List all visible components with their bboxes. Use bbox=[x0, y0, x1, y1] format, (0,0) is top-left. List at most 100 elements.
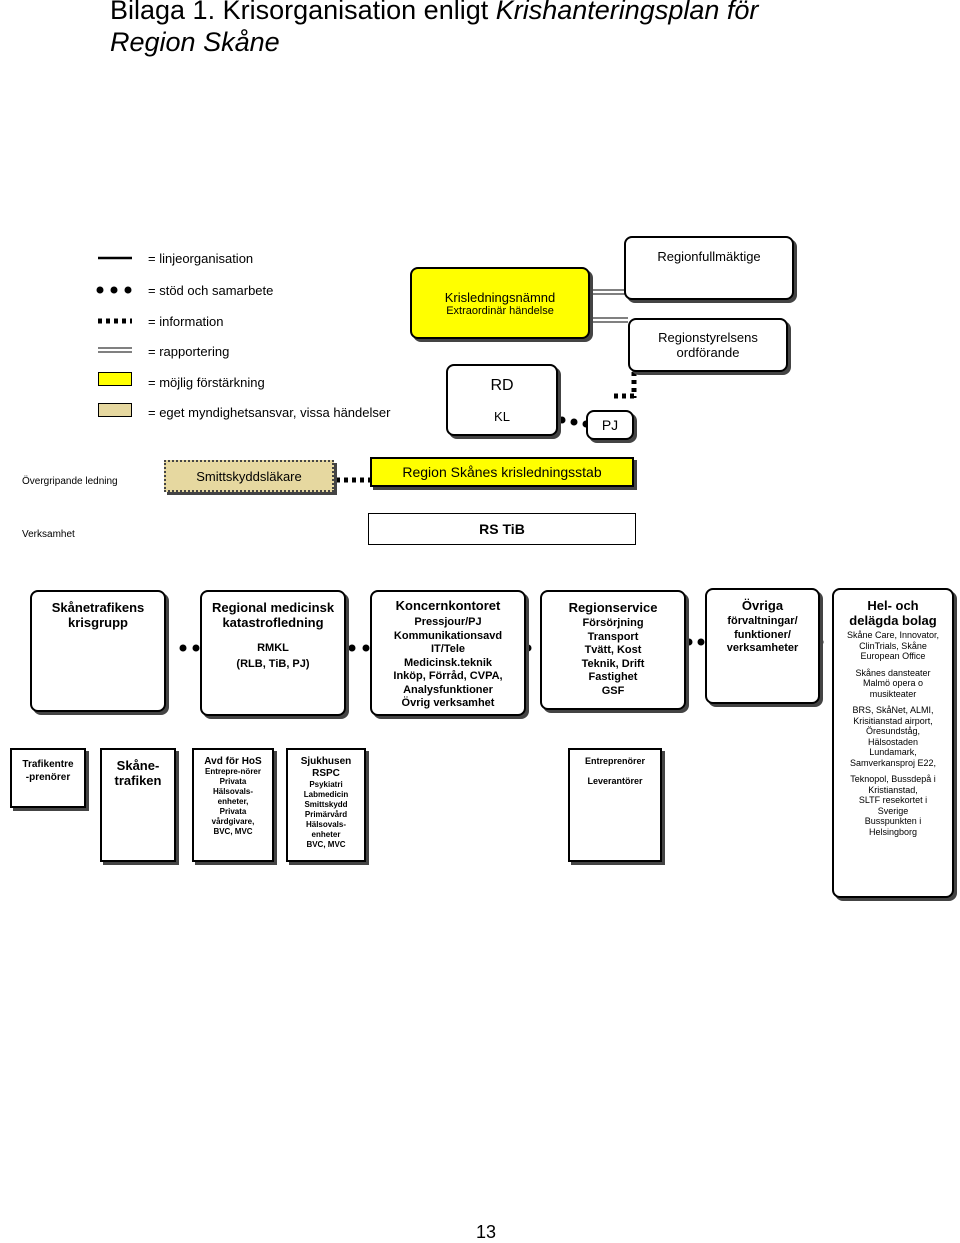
unit-label: förvaltningar/ bbox=[727, 615, 798, 627]
rd-label: RD bbox=[490, 376, 514, 394]
unit-label: Teknik, Drift bbox=[581, 657, 645, 670]
legend-yellow-swatch bbox=[98, 372, 132, 386]
unit-label: RMKL bbox=[257, 642, 289, 654]
list-line: Hälsostaden bbox=[867, 736, 919, 747]
legend-tan-swatch bbox=[98, 403, 132, 417]
list-line: Sverige bbox=[877, 805, 909, 816]
list-line: Hälsovals- bbox=[305, 820, 347, 829]
list-line: European Office bbox=[860, 651, 926, 661]
regional-medicinsk-box: Regional medicinsk katastrofledning RMKL… bbox=[200, 590, 346, 716]
unit-label: delägda bolag bbox=[849, 613, 937, 628]
trafikentreprenorer-box: Trafikentre -prenörer bbox=[10, 748, 86, 808]
list-line: Privata bbox=[219, 777, 247, 786]
unit-label: katastrofledning bbox=[222, 615, 324, 630]
rs-tib-box: RS TiB bbox=[368, 513, 636, 545]
regionfullmaktige-label: Regionfullmäktige bbox=[657, 248, 761, 264]
list-line: Busspunkten i bbox=[864, 816, 922, 826]
krisledningsnamnd-box: Krisledningsnämnd Extraordinär händelse bbox=[410, 267, 590, 339]
level-overgripande: Övergripande ledning bbox=[22, 476, 118, 487]
unit-label: Transport bbox=[587, 630, 639, 643]
entreprenorer-box: Entreprenörer Leverantörer bbox=[568, 748, 662, 862]
list-line: Samverkansproj E22, bbox=[849, 757, 937, 768]
legend-stod-samarbete: = stöd och samarbete bbox=[148, 283, 274, 298]
unit-label: (RLB, TiB, PJ) bbox=[236, 658, 310, 670]
unit-label: Hel- och bbox=[867, 598, 919, 613]
unit-label: Övrig verksamhet bbox=[401, 697, 495, 709]
unit-label: Fastighet bbox=[588, 671, 638, 683]
pj-box: PJ bbox=[586, 410, 634, 440]
legend-information: = information bbox=[148, 314, 224, 329]
sub-label: Trafikentre bbox=[22, 759, 74, 770]
krisledningsstab-label: Region Skånes krisledningsstab bbox=[402, 464, 602, 480]
ovriga-forvaltningar-box: Övriga förvaltningar/ funktioner/ verksa… bbox=[705, 588, 820, 704]
unit-label: Skånetrafikens bbox=[51, 600, 145, 615]
list-line: Öresundståg, bbox=[865, 726, 921, 736]
list-line: BVC, MVC bbox=[213, 827, 253, 836]
kl-label: KL bbox=[494, 408, 510, 424]
list-line: Skåne Care, Innovator, bbox=[846, 630, 940, 640]
list-line: Lundamark, bbox=[869, 747, 917, 757]
unit-label: Regional medicinsk bbox=[211, 600, 335, 615]
unit-label: Koncernkontoret bbox=[395, 598, 501, 613]
list-line: Krisitianstad airport, bbox=[853, 715, 933, 726]
sub-label: Leverantörer bbox=[587, 776, 643, 786]
unit-label: IT/Tele bbox=[430, 643, 466, 655]
unit-label: Kommunikationsavd bbox=[393, 629, 503, 642]
list-line: Skånes dansteater bbox=[855, 667, 931, 678]
list-line: Labmedicin bbox=[303, 790, 349, 799]
pj-label: PJ bbox=[601, 417, 619, 433]
legend-forstarkning: = möjlig förstärkning bbox=[148, 375, 265, 390]
list-line: Malmö opera o bbox=[862, 678, 924, 688]
extraordinar-label: Extraordinär händelse bbox=[446, 304, 554, 317]
rs-tib-label: RS TiB bbox=[479, 521, 525, 537]
sub-label: Entreprenörer bbox=[584, 756, 646, 766]
page-number: 13 bbox=[476, 1222, 497, 1242]
unit-label: Analysfunktioner bbox=[403, 683, 493, 696]
list-line: Hälsovals- bbox=[212, 787, 254, 796]
smittskyddslakare-box: Smittskyddsläkare bbox=[164, 460, 334, 492]
koncernkontoret-box: Koncernkontoret Pressjour/PJ Kommunikati… bbox=[370, 590, 526, 716]
list-line: BRS, SkåNet, ALMI, bbox=[852, 705, 934, 715]
sub-label: Avd för HoS bbox=[204, 756, 262, 767]
unit-label: krisgrupp bbox=[68, 615, 128, 630]
ordforande-label: ordförande bbox=[676, 345, 740, 360]
list-line: Entrepre-nörer bbox=[204, 767, 261, 776]
skanetrafikens-krisgrupp-box: Skånetrafikens krisgrupp bbox=[30, 590, 166, 712]
regionfullmaktige-box: Regionfullmäktige bbox=[624, 236, 794, 300]
skanetrafiken-box: Skåne- trafiken bbox=[100, 748, 176, 862]
krisledningsnamnd-label: Krisledningsnämnd bbox=[444, 289, 556, 305]
legend-linjeorganisation: = linjeorganisation bbox=[148, 251, 254, 266]
unit-label: Övriga bbox=[741, 598, 784, 613]
list-line: Psykiatri bbox=[309, 780, 343, 789]
legend-myndighetsansvar: = eget myndighetsansvar, vissa händelser bbox=[148, 405, 391, 420]
page-title: Bilaga 1. Krisorganisation enligt Krisha… bbox=[110, 0, 759, 57]
delagda-bolag-box: Hel- och delägda bolag Skåne Care, Innov… bbox=[832, 588, 954, 898]
legend-rapportering: = rapportering bbox=[148, 344, 230, 359]
sub-label: trafiken bbox=[114, 773, 162, 788]
unit-label: Försörjning bbox=[582, 617, 644, 629]
regionstyrelsens-label: Regionstyrelsens bbox=[658, 330, 758, 345]
list-line: enheter, bbox=[217, 797, 249, 806]
list-line: Teknopol, Bussdepå i bbox=[850, 774, 936, 784]
list-line: musikteater bbox=[869, 688, 917, 699]
list-line: Primärvård bbox=[304, 810, 348, 819]
regionservice-box: Regionservice Försörjning Transport Tvät… bbox=[540, 590, 686, 710]
unit-label: Regionservice bbox=[568, 600, 658, 615]
list-line: Smittskydd bbox=[304, 800, 348, 809]
unit-label: Medicinsk.teknik bbox=[403, 656, 493, 669]
unit-label: Pressjour/PJ bbox=[414, 616, 482, 628]
sub-label: Sjukhusen bbox=[300, 756, 352, 767]
unit-label: verksamheter bbox=[726, 642, 799, 654]
unit-label: Tvätt, Kost bbox=[584, 644, 642, 656]
unit-label: GSF bbox=[601, 684, 625, 697]
list-line: enheter bbox=[311, 830, 341, 839]
level-verksamhet: Verksamhet bbox=[22, 529, 75, 540]
sub-label: RSPC bbox=[312, 768, 340, 779]
sub-label: Skåne- bbox=[116, 758, 160, 773]
